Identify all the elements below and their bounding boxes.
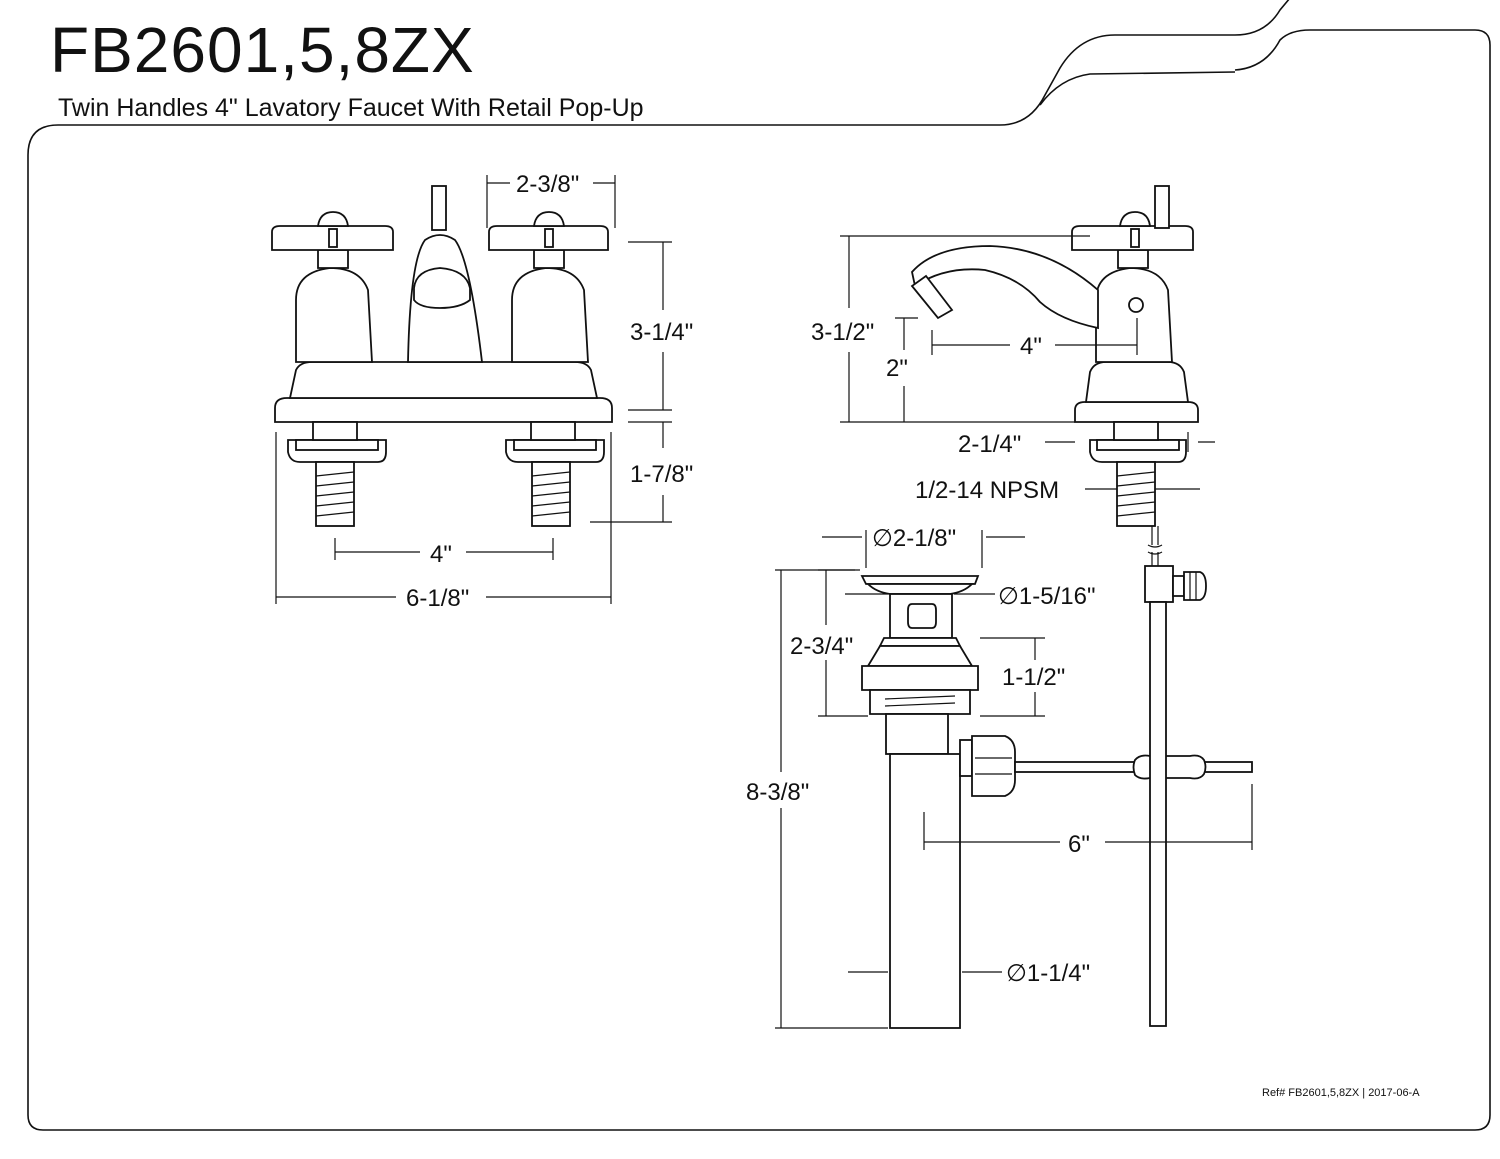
- dim-nut-height: 1-1/2": [1002, 664, 1065, 691]
- reference-code: Ref# FB2601,5,8ZX | 2017-06-A: [1262, 1087, 1420, 1099]
- dim-center-spacing: 4": [430, 541, 452, 568]
- dim-spout-reach: 4": [1020, 333, 1042, 360]
- dim-handle-spacing: 2-3/8": [516, 171, 579, 198]
- dim-overall-width: 6-1/8": [406, 585, 469, 612]
- dim-tailpiece-diameter: ∅1-1/4": [1006, 960, 1090, 987]
- dim-thread: 1/2-14 NPSM: [915, 477, 1059, 504]
- drain-dimension-lines: [775, 530, 1253, 1029]
- side-dimension-lines: [840, 235, 1215, 490]
- dim-overall-height: 3-1/2": [811, 319, 874, 346]
- front-view-faucet: [271, 185, 613, 527]
- dim-overall-length: 8-3/8": [746, 779, 809, 806]
- dim-faucet-height: 3-1/4": [630, 319, 693, 346]
- frame-tab-top: [1039, 71, 1236, 106]
- dim-shank-length: 1-7/8": [630, 461, 693, 488]
- product-description: Twin Handles 4" Lavatory Faucet With Ret…: [58, 94, 644, 122]
- front-dimension-lines: [275, 175, 672, 604]
- dim-base-offset: 2-1/4": [958, 431, 1021, 458]
- dim-flange-diameter: ∅2-1/8": [872, 525, 956, 552]
- drain-assembly: [860, 565, 1253, 1029]
- sheet-frame: [27, 0, 1290, 156]
- side-view-faucet: [910, 185, 1199, 566]
- dim-spout-height: 2": [886, 355, 908, 382]
- dim-stopper-diameter: ∅1-5/16": [998, 583, 1095, 610]
- model-title: FB2601,5,8ZX: [50, 14, 475, 86]
- dim-rod-length: 6": [1068, 831, 1090, 858]
- sheet-frame-tab: [27, 29, 1491, 1131]
- dim-body-height: 2-3/4": [790, 633, 853, 660]
